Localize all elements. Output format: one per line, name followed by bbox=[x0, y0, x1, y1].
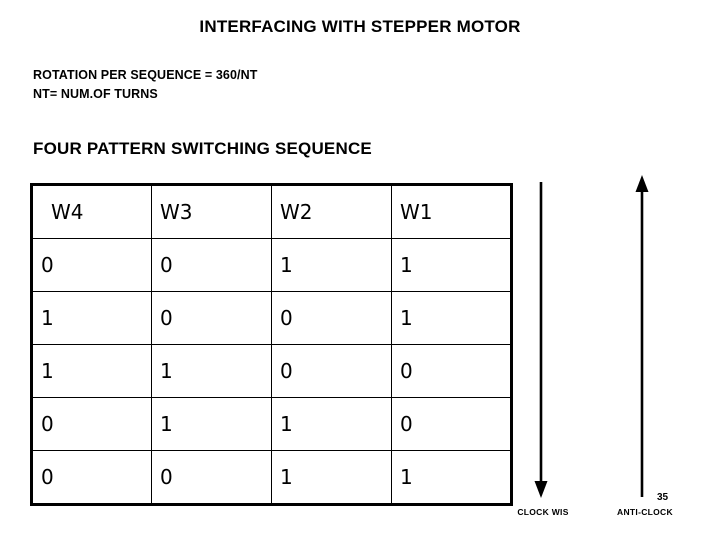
table-row: 1 1 0 0 bbox=[31, 344, 512, 398]
table-cell: 0 bbox=[271, 291, 392, 345]
table-row: 0 1 1 0 bbox=[31, 397, 512, 451]
table-cell: 0 bbox=[151, 450, 272, 505]
table-cell: 1 bbox=[391, 291, 512, 345]
table-header-row: W4 W3 W2 W1 bbox=[31, 184, 512, 239]
table-cell: 0 bbox=[271, 344, 392, 398]
table-cell: 0 bbox=[31, 238, 152, 292]
table-cell: 1 bbox=[151, 397, 272, 451]
table-cell: 0 bbox=[31, 450, 152, 505]
anticlockwise-arrow bbox=[601, 168, 685, 503]
table-cell: 0 bbox=[391, 397, 512, 451]
table-cell: 0 bbox=[391, 344, 512, 398]
table-cell: 1 bbox=[31, 291, 152, 345]
table-cell: 1 bbox=[271, 397, 392, 451]
table-cell: 1 bbox=[151, 344, 272, 398]
formula-block: ROTATION PER SEQUENCE = 360/NT NT= NUM.O… bbox=[33, 66, 257, 104]
anticlockwise-arrow-label: ANTI-CLOCK bbox=[617, 507, 673, 517]
section-heading: FOUR PATTERN SWITCHING SEQUENCE bbox=[33, 139, 372, 158]
table-cell: 0 bbox=[31, 397, 152, 451]
table-cell: 1 bbox=[31, 344, 152, 398]
table-row: 0 0 1 1 bbox=[31, 450, 512, 505]
arrow-down-icon bbox=[534, 182, 548, 498]
table-cell: 0 bbox=[151, 238, 272, 292]
table-cell: 1 bbox=[391, 238, 512, 292]
arrow-up-icon bbox=[635, 175, 649, 497]
table-row: 0 0 1 1 bbox=[31, 238, 512, 292]
formula-rotation-per-sequence: ROTATION PER SEQUENCE = 360/NT bbox=[33, 68, 258, 82]
column-header-w4: W4 bbox=[31, 184, 152, 239]
clockwise-arrow-label: CLOCK WIS bbox=[517, 507, 569, 517]
table-cell: 0 bbox=[151, 291, 272, 345]
column-header-w1: W1 bbox=[391, 184, 512, 239]
page-title: INTERFACING WITH STEPPER MOTOR bbox=[199, 17, 521, 36]
table-row: 1 0 0 1 bbox=[31, 291, 512, 345]
table-cell: 1 bbox=[391, 450, 512, 505]
switching-sequence-table: W4 W3 W2 W1 0 0 1 1 1 0 0 1 1 1 0 0 0 1 … bbox=[30, 183, 513, 506]
table-cell: 1 bbox=[271, 450, 392, 505]
table-cell: 1 bbox=[271, 238, 392, 292]
column-header-w2: W2 bbox=[271, 184, 392, 239]
clockwise-arrow bbox=[500, 172, 584, 502]
page-number: 35 bbox=[657, 492, 669, 503]
formula-nt-definition: NT= NUM.OF TURNS bbox=[33, 87, 158, 101]
column-header-w3: W3 bbox=[151, 184, 272, 239]
